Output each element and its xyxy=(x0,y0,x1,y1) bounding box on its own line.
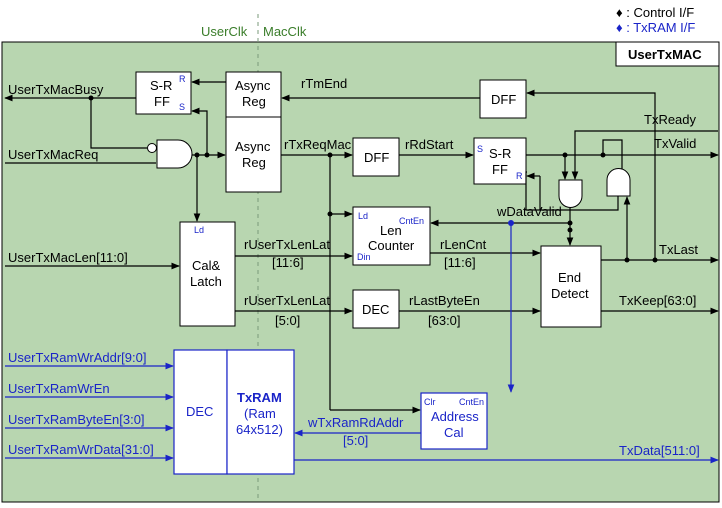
label-tx-valid: TxValid xyxy=(654,136,696,151)
label-tx-ready: TxReady xyxy=(644,112,697,127)
svg-text:S-R: S-R xyxy=(150,78,172,93)
label-tx-data: TxData[511:0] xyxy=(619,443,700,458)
label-r-len-cnt-bits: [11:6] xyxy=(444,255,476,270)
svg-text:CntEn: CntEn xyxy=(399,216,424,226)
and-gate-req xyxy=(147,139,193,169)
sr-ff-2: S-R FF S R xyxy=(473,137,527,185)
svg-text:DFF: DFF xyxy=(364,150,389,165)
svg-text:S: S xyxy=(477,144,483,154)
async-reg-1: Async Reg xyxy=(225,71,282,118)
svg-text:(Ram: (Ram xyxy=(244,406,276,421)
svg-text:Ld: Ld xyxy=(194,225,204,235)
label-r-tx-req-mac: rTxReqMac xyxy=(284,137,352,152)
label-r-user-tx-len-lat-a-bits: [11:6] xyxy=(272,255,304,270)
svg-text:Din: Din xyxy=(357,252,371,262)
label-w-tx-ram-rd-addr: wTxRamRdAddr xyxy=(307,415,404,430)
label-w-data-valid: wDataValid xyxy=(496,204,562,219)
svg-text:CntEn: CntEn xyxy=(459,397,484,407)
svg-text:DEC: DEC xyxy=(186,404,213,419)
label-tx-keep: TxKeep[63:0] xyxy=(619,293,696,308)
label-user-tx-ram-wr-en: UserTxRamWrEn xyxy=(8,381,110,396)
svg-text:FF: FF xyxy=(492,162,508,177)
svg-text:Async: Async xyxy=(235,78,271,93)
legend-control: ♦ : Control I/F xyxy=(616,5,694,20)
label-tx-last: TxLast xyxy=(659,242,698,257)
svg-text:R: R xyxy=(179,74,186,84)
svg-text:DEC: DEC xyxy=(362,302,389,317)
svg-text:Latch: Latch xyxy=(190,274,222,289)
svg-text:FF: FF xyxy=(154,94,170,109)
module-title: UserTxMAC xyxy=(628,47,702,62)
svg-text:Async: Async xyxy=(235,139,271,154)
module-title-box xyxy=(615,41,720,67)
dec-2: DEC xyxy=(173,349,228,475)
txram-wires xyxy=(5,220,719,464)
svg-text:Clr: Clr xyxy=(424,397,436,407)
label-r-rd-start: rRdStart xyxy=(405,137,454,152)
svg-text:64x512): 64x512) xyxy=(236,422,283,437)
label-user-tx-ram-byte-en: UserTxRamByteEn[3:0] xyxy=(8,412,145,427)
label-w-tx-ram-rd-addr-bits: [5:0] xyxy=(343,433,368,448)
label-r-last-byte-en-bits: [63:0] xyxy=(428,313,461,328)
label-user-tx-mac-req: UserTxMacReq xyxy=(8,147,98,162)
svg-text:Reg: Reg xyxy=(242,155,266,170)
label-r-user-tx-len-lat-b: rUserTxLenLat xyxy=(244,293,330,308)
label-user-tx-mac-len: UserTxMacLen[11:0] xyxy=(8,250,128,265)
label-r-len-cnt: rLenCnt xyxy=(440,237,487,252)
address-cal: Clr CntEn Address Cal xyxy=(420,392,488,450)
txram: TxRAM (Ram 64x512) xyxy=(226,349,295,475)
svg-text:Counter: Counter xyxy=(368,238,415,253)
svg-text:S-R: S-R xyxy=(489,146,511,161)
async-reg-2: Async Reg xyxy=(225,116,282,193)
and-gate-end xyxy=(606,168,631,197)
svg-text:Len: Len xyxy=(380,223,402,238)
label-r-user-tx-len-lat-b-bits: [5:0] xyxy=(275,313,300,328)
dec-1: DEC xyxy=(352,289,400,329)
label-user-tx-ram-wr-data: UserTxRamWrData[31:0] xyxy=(8,442,154,457)
len-counter: Ld CntEn Len Counter Din xyxy=(352,206,431,266)
label-r-tm-end: rTmEnd xyxy=(301,76,347,91)
label-r-user-tx-len-lat-a: rUserTxLenLat xyxy=(244,237,330,252)
legend-txram: ♦ : TxRAM I/F xyxy=(616,20,695,35)
sr-ff-1: S-R FF R S xyxy=(135,71,192,115)
svg-text:Cal&: Cal& xyxy=(192,258,221,273)
domain-label-userclk: UserClk xyxy=(201,24,248,39)
label-user-tx-mac-busy: UserTxMacBusy xyxy=(8,82,104,97)
label-user-tx-ram-wr-addr: UserTxRamWrAddr[9:0] xyxy=(8,350,146,365)
svg-text:R: R xyxy=(516,171,523,181)
svg-text:Detect: Detect xyxy=(551,286,589,301)
svg-text:End: End xyxy=(558,270,581,285)
control-wires xyxy=(4,78,719,414)
svg-text:Ld: Ld xyxy=(358,211,368,221)
domain-label-macclk: MacClk xyxy=(263,24,307,39)
svg-text:Address: Address xyxy=(431,409,479,424)
svg-text:Reg: Reg xyxy=(242,94,266,109)
label-r-last-byte-en: rLastByteEn xyxy=(409,293,480,308)
and-gate-valid xyxy=(558,179,583,208)
svg-text:Cal: Cal xyxy=(444,425,464,440)
svg-text:DFF: DFF xyxy=(491,92,516,107)
dff-1: DFF xyxy=(479,79,527,119)
svg-text:TxRAM: TxRAM xyxy=(237,390,282,405)
cal-latch: Ld Cal& Latch xyxy=(179,221,236,327)
dff-2: DFF xyxy=(352,137,400,177)
end-detect: End Detect xyxy=(540,245,602,328)
svg-text:S: S xyxy=(179,102,185,112)
